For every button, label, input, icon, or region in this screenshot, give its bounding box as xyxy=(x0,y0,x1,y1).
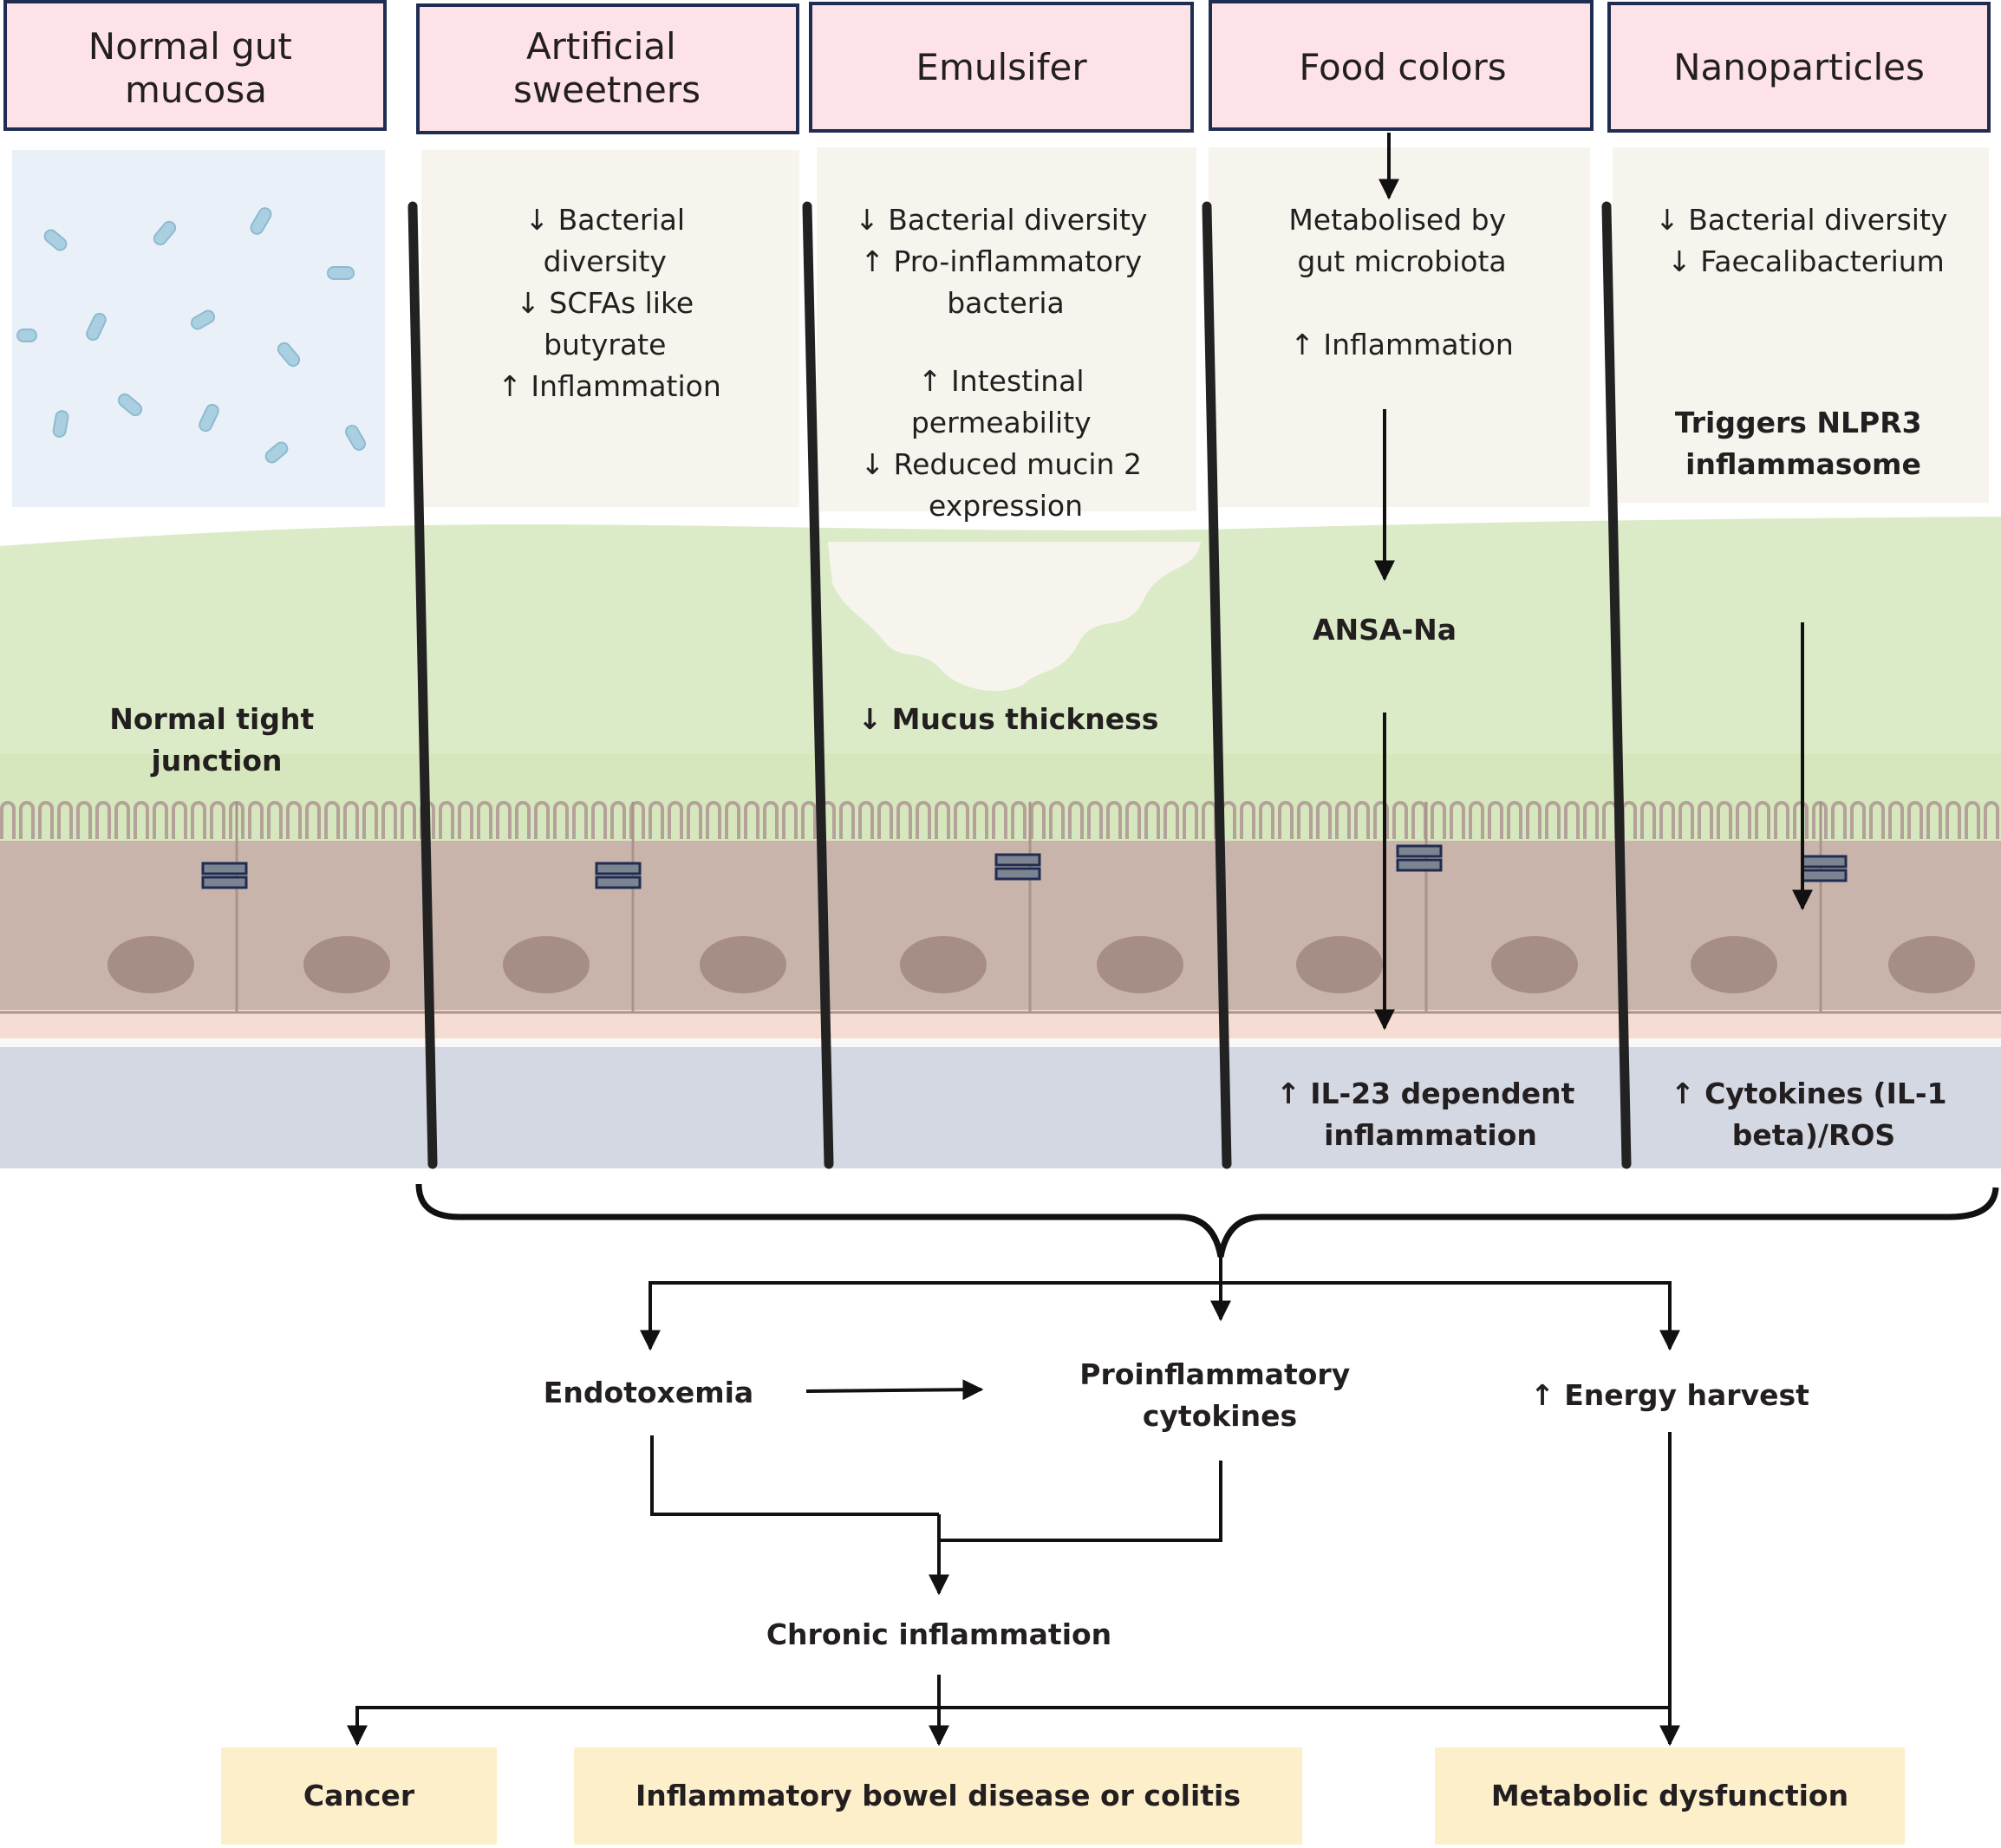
lumen-emulsifier xyxy=(817,147,1196,511)
divider xyxy=(802,201,834,1169)
outcome-box-metabolic xyxy=(1435,1747,1905,1845)
flow-lines xyxy=(347,1255,1680,1747)
bacteria-icon xyxy=(327,266,355,280)
bacteria-icon xyxy=(199,403,219,433)
nanoparticles-lamina-effect: ↑ Cytokines (IL-1 beta)/ROS xyxy=(1671,1077,1957,1152)
divider xyxy=(407,201,438,1169)
nucleus xyxy=(303,936,390,993)
nucleus xyxy=(1296,936,1383,993)
connector xyxy=(640,1255,1222,1351)
bacteria-icon xyxy=(86,312,107,342)
tight-junction-icon xyxy=(1396,844,1443,872)
outcome-ibd: Inflammatory bowel disease or colitis xyxy=(635,1779,1241,1812)
outcome-cancer: Cancer xyxy=(303,1779,415,1812)
nucleus xyxy=(1491,936,1578,993)
headers: Normal gut mucosa Artificial sweetners E… xyxy=(3,0,1991,134)
header-nanoparticles: Nanoparticles xyxy=(1673,46,1925,88)
lamina-highlight xyxy=(0,1038,2001,1047)
emulsifier-mucus-effect: ↓ Mucus thickness xyxy=(858,702,1159,736)
emulsifier-effects-b: ↑ Intestinal permeability ↓ Reduced muci… xyxy=(861,364,1151,523)
connector xyxy=(939,1461,1222,1542)
outcome-box-ibd xyxy=(574,1747,1302,1845)
food-colors-effects: Metabolised by gut microbiota xyxy=(1288,203,1515,278)
bacteria-icon xyxy=(345,425,366,451)
node-chronic-inflammation: Chronic inflammation xyxy=(766,1617,1111,1651)
divider xyxy=(1202,201,1232,1169)
nucleus xyxy=(700,936,786,993)
bacteria-icon xyxy=(190,309,216,330)
header-emulsifier: Emulsifer xyxy=(916,46,1087,88)
nucleus xyxy=(503,936,590,993)
column-dividers xyxy=(407,201,1632,1169)
cell-borders xyxy=(235,802,1822,1012)
bacteria-icon xyxy=(117,393,143,417)
epithelium xyxy=(0,841,2001,1014)
microvilli xyxy=(0,801,1999,839)
outcome-metabolic: Metabolic dysfunction xyxy=(1491,1779,1848,1812)
sweeteners-effects: ↓ Bacterial diversity ↓ SCFAs like butyr… xyxy=(498,203,721,403)
basement-layer xyxy=(0,1010,2001,1043)
header-box xyxy=(809,2,1194,133)
lumen-food-colors xyxy=(1209,147,1590,507)
lumen-nanoparticles xyxy=(1613,147,1989,503)
nucleus xyxy=(1691,936,1777,993)
tight-junction-icon xyxy=(201,862,248,889)
panel-arrows xyxy=(1374,133,1813,1031)
node-proinflammatory-cytokines: Proinflammatory cytokines xyxy=(1079,1357,1359,1433)
outcomes: Cancer Inflammatory bowel disease or col… xyxy=(221,1747,1905,1845)
node-endotoxemia: Endotoxemia xyxy=(544,1376,753,1409)
bacteria-icon xyxy=(264,441,289,464)
nuclei xyxy=(108,936,1975,993)
header-box xyxy=(3,0,387,131)
tight-junction-icon xyxy=(595,862,642,889)
lamina-propria xyxy=(0,1043,2001,1168)
tight-junction-icon xyxy=(994,853,1041,881)
bacteria-icon xyxy=(250,207,272,235)
bacteria-icons xyxy=(16,207,366,464)
lumen-sweeteners xyxy=(421,150,799,507)
connector xyxy=(1221,1281,1680,1351)
bacteria-icon xyxy=(277,342,301,368)
bacteria-icon xyxy=(43,229,68,251)
header-box xyxy=(1607,2,1991,133)
header-food-colors: Food colors xyxy=(1299,46,1506,88)
bacteria-icon xyxy=(153,220,177,246)
header-sweeteners: Artificial sweetners xyxy=(513,25,701,111)
tight-junctions xyxy=(201,844,1848,889)
header-normal: Normal gut mucosa xyxy=(88,25,303,111)
connector xyxy=(347,1675,941,1747)
brace xyxy=(415,1183,1999,1258)
normal-junction-label: Normal tight junction xyxy=(109,702,324,778)
nucleus xyxy=(900,936,987,993)
emulsifier-effects-a: ↓ Bacterial diversity ↑ Pro-inflammatory… xyxy=(855,203,1157,320)
nucleus xyxy=(1097,936,1183,993)
food-colors-lamina-effect: ↑ IL-23 dependent inflammation xyxy=(1276,1077,1585,1152)
nanoparticles-effects: ↓ Bacterial diversity ↓ Faecalibacterium xyxy=(1655,203,1957,278)
node-energy-harvest: ↑ Energy harvest xyxy=(1530,1378,1809,1412)
food-colors-inflammation: ↑ Inflammation xyxy=(1290,328,1514,361)
food-colors-metabolite: ANSA-Na xyxy=(1313,613,1457,647)
divider xyxy=(1601,201,1632,1169)
bacteria-icon xyxy=(16,329,37,342)
bacteria-icon xyxy=(52,410,69,438)
header-box xyxy=(1209,0,1594,131)
mucus-disruption xyxy=(828,542,1201,692)
nanoparticles-trigger: Triggers NLPR3 inflammasome xyxy=(1675,406,1932,481)
header-box xyxy=(416,3,799,134)
connector xyxy=(650,1435,939,1516)
nucleus xyxy=(1888,936,1975,993)
connector xyxy=(805,1379,984,1401)
nucleus xyxy=(108,936,194,993)
lumen-zone xyxy=(12,147,1989,511)
outcome-box-cancer xyxy=(221,1747,497,1845)
